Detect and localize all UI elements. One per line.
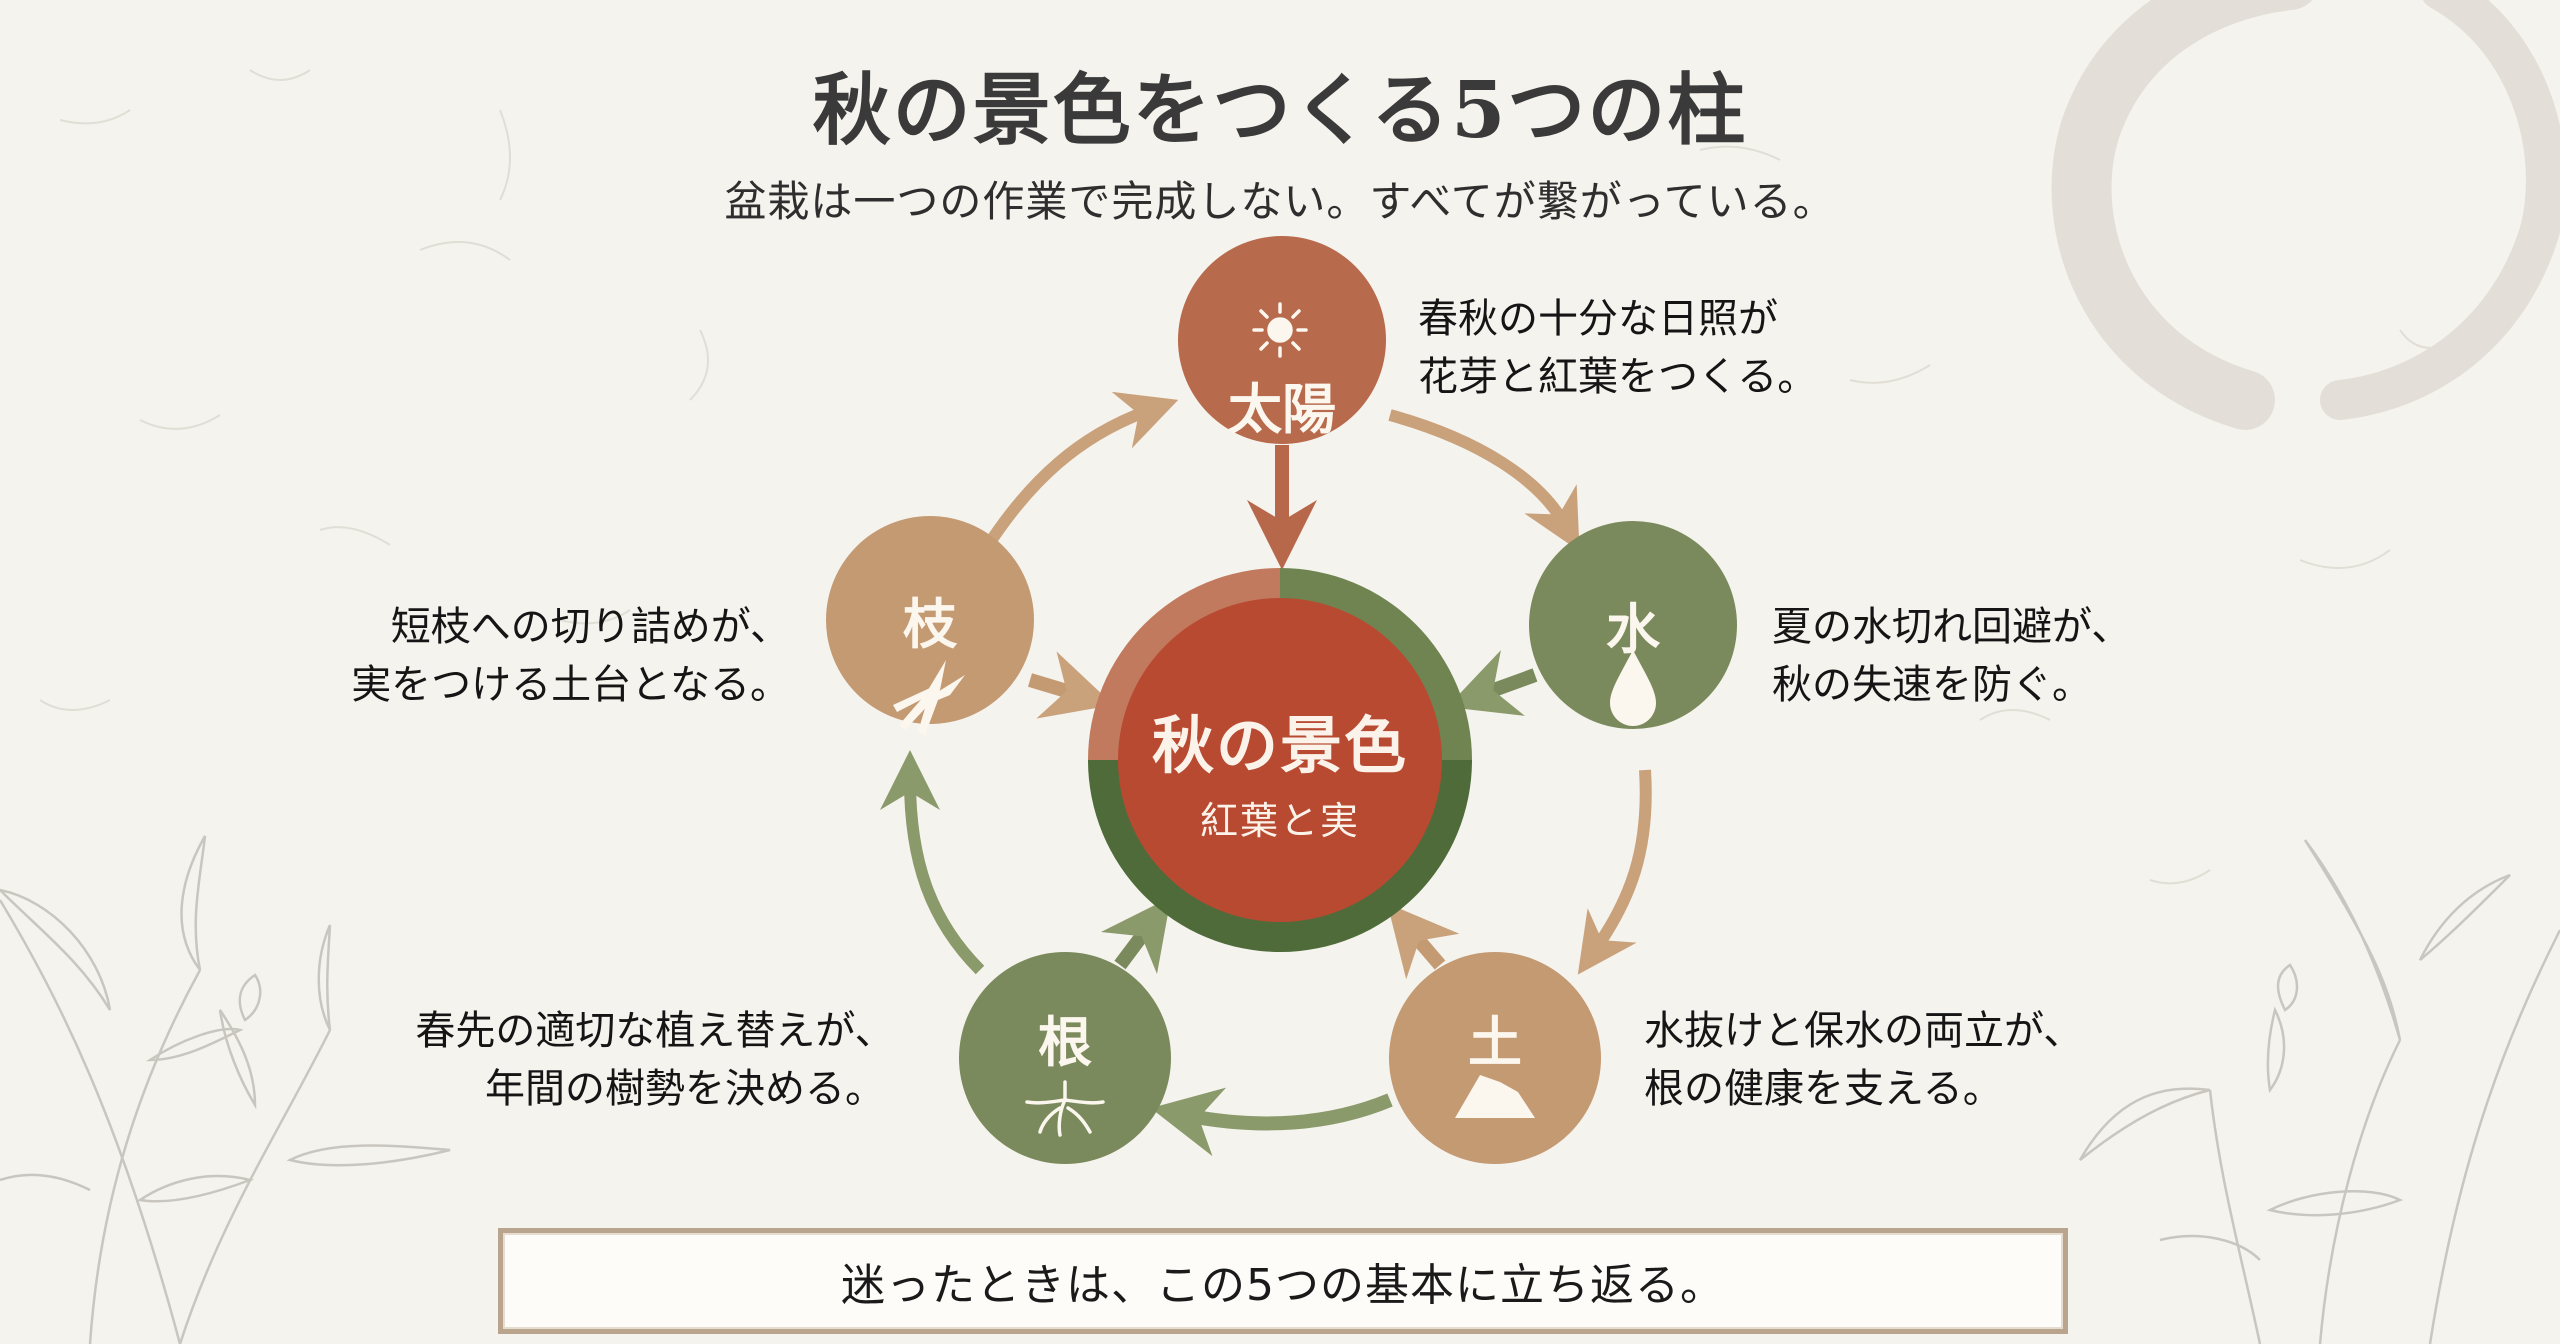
node-roots [959, 952, 1171, 1164]
description-soil: 水抜けと保水の両立が、 根の健康を支える。 [1644, 1008, 2084, 1112]
node-label-branch: 枝 [903, 592, 957, 656]
arrow-branch-to-sun [979, 391, 1179, 554]
footer-callout: 迷ったときは、この5つの基本に立ち返る。 [498, 1228, 2068, 1334]
arrow-roots-to-branch [880, 750, 985, 975]
arrow-sun-to-water [1388, 409, 1580, 552]
center-title: 秋の景色 [1151, 709, 1408, 782]
sun-icon [1252, 302, 1308, 358]
description-roots: 春先の適切な植え替えが、 年間の樹勢を決める。 [415, 1008, 895, 1112]
description-sun: 春秋の十分な日照が 花芽と紅葉をつくる。 [1418, 296, 1818, 400]
soil-mound-icon [1455, 1075, 1535, 1118]
node-branch [826, 516, 1034, 724]
page-title: 秋の景色をつくる5つの柱 [812, 65, 1748, 156]
arrow-water-to-soil [1577, 769, 1652, 975]
description-branch: 短枝への切り詰めが、 実をつける土台となる。 [351, 604, 790, 708]
arrow-roots-to-center [1101, 897, 1171, 974]
node-water [1529, 521, 1737, 729]
footer-message: 迷ったときは、この5つの基本に立ち返る。 [841, 1260, 1725, 1311]
node-label-sun: 太陽 [1228, 377, 1336, 441]
node-label-soil: 土 [1468, 1010, 1522, 1074]
node-soil [1389, 952, 1601, 1164]
roots-icon [1025, 1080, 1105, 1137]
arrow-soil-to-roots [1150, 1087, 1393, 1157]
pruning-shears-icon [893, 660, 965, 735]
page-subtitle: 盆栽は一つの作業で完成しない。すべてが繋がっている。 [724, 177, 1836, 226]
arrow-branch-to-center [1027, 651, 1114, 719]
water-drop-icon [1610, 650, 1656, 726]
center-circle [1088, 568, 1472, 952]
node-label-roots: 根 [1038, 1010, 1092, 1074]
node-label-water: 水 [1606, 597, 1660, 661]
center-subtitle: 紅葉と実 [1199, 799, 1360, 843]
arrow-water-to-center [1447, 650, 1538, 716]
arrow-soil-to-center [1387, 903, 1460, 980]
description-water: 夏の水切れ回避が、 秋の失速を防ぐ。 [1772, 604, 2132, 708]
